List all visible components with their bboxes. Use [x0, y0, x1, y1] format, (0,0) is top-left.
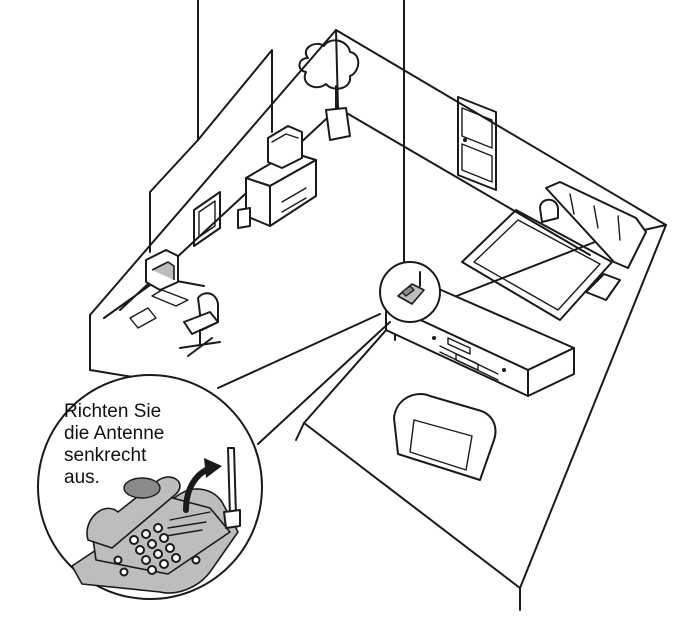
partition-wall [149, 49, 273, 253]
keypad [113, 523, 201, 577]
door [457, 96, 497, 191]
back-desk [237, 125, 317, 229]
callout-instruction: Richten Sie die Antenne senkrecht aus. [64, 401, 214, 489]
front-desk [103, 249, 205, 329]
phone-antenna [227, 447, 237, 517]
office-chair [179, 292, 221, 357]
armchair [393, 393, 497, 481]
callout-leaders [217, 313, 391, 445]
wall-picture [193, 191, 221, 247]
potted-plant [298, 39, 360, 141]
curved-arrow-icon [183, 458, 222, 513]
callout-line-1: Richten Sie [64, 401, 162, 422]
cordless-phone [71, 447, 241, 594]
rug [461, 209, 613, 321]
sofa [539, 181, 647, 301]
callout-line-4: aus. [64, 467, 100, 488]
signal-wires [197, 0, 405, 266]
phone-location-marker [379, 261, 441, 323]
callout-line-2: die Antenne [64, 423, 165, 444]
callout-line-3: senkrecht [64, 445, 147, 466]
